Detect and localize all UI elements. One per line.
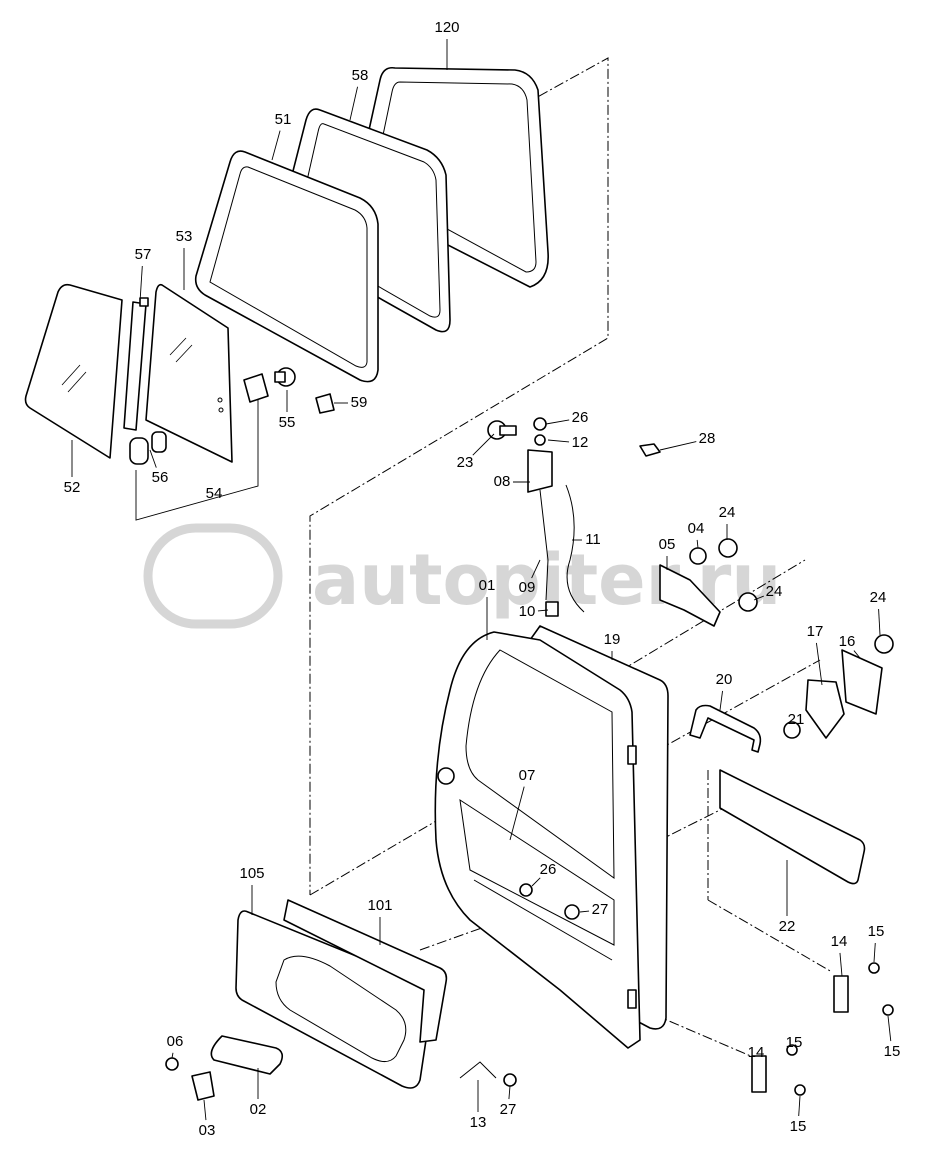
- seal-strip-57: [123, 297, 149, 431]
- callout-label: 14: [831, 933, 848, 950]
- callout-label: 26: [540, 861, 557, 878]
- panel-16-17: [805, 649, 883, 739]
- callout-label: 08: [494, 473, 511, 490]
- callout-label: 24: [870, 589, 887, 606]
- hinges-14-15: [751, 962, 894, 1096]
- leader-line: [531, 559, 541, 579]
- leader-line: [139, 265, 143, 303]
- leader-line: [887, 1015, 892, 1042]
- leader-line: [853, 650, 861, 659]
- leader-line: [203, 1099, 207, 1121]
- callout-label: 12: [572, 434, 589, 451]
- leader-line: [271, 130, 281, 161]
- upper-latch-hardware: [487, 417, 661, 617]
- callout-label: 02: [250, 1101, 267, 1118]
- callout-label: 15: [868, 923, 885, 940]
- callout-label: 01: [479, 577, 496, 594]
- callout-label: 15: [786, 1034, 803, 1051]
- callout-label: 105: [239, 865, 264, 882]
- callout-label: 101: [367, 897, 392, 914]
- leader-line: [509, 786, 525, 841]
- callout-label: 07: [519, 767, 536, 784]
- callout-label: 56: [152, 469, 169, 486]
- leader-line: [878, 608, 881, 636]
- leader-lines: [71, 39, 892, 1121]
- parts-56-54-55-59: [129, 367, 335, 521]
- callout-label: 57: [135, 246, 152, 263]
- callout-label: 27: [500, 1101, 517, 1118]
- door-01: [434, 631, 641, 1049]
- handle-20: [689, 704, 801, 753]
- leader-line: [537, 609, 549, 612]
- callout-label: 55: [279, 414, 296, 431]
- callout-label: 17: [807, 623, 824, 640]
- callout-label: 05: [659, 536, 676, 553]
- leader-line: [349, 86, 359, 121]
- callout-label: 23: [457, 454, 474, 471]
- callout-label: 14: [748, 1044, 765, 1061]
- callout-label: 24: [766, 583, 783, 600]
- leader-line: [579, 910, 590, 913]
- window-seal-120: [349, 66, 549, 288]
- leader-line: [547, 439, 570, 443]
- glass-panel-53: [145, 283, 233, 463]
- small-parts-06-02-03: [165, 1035, 284, 1101]
- callout-label: 03: [199, 1122, 216, 1139]
- callout-label: 06: [167, 1033, 184, 1050]
- leader-line: [508, 1085, 511, 1100]
- leader-line: [873, 942, 876, 963]
- callout-label: 15: [790, 1118, 807, 1135]
- bolt-13-nut-27: [459, 883, 580, 1087]
- lower-panel-105-101: [235, 899, 448, 1089]
- leader-line: [815, 642, 823, 686]
- callout-label: 10: [519, 603, 536, 620]
- leader-line: [171, 1052, 174, 1059]
- callout-label: 13: [470, 1114, 487, 1131]
- callout-label: 53: [176, 228, 193, 245]
- glass-panel-52: [24, 283, 123, 459]
- leader-line: [531, 877, 541, 887]
- callout-label: 27: [592, 901, 609, 918]
- callout-label: 52: [64, 479, 81, 496]
- callout-label: 58: [352, 67, 369, 84]
- callout-label: 19: [604, 631, 621, 648]
- callout-labels: 120 58 51 57 53 52 56 54 55 59 26 12 23 08 28 11 24 04 05 2…: [64, 19, 901, 1139]
- callout-label: 28: [699, 430, 716, 447]
- leader-line: [753, 595, 764, 601]
- leader-line: [798, 1095, 801, 1117]
- leader-line: [696, 539, 699, 549]
- callout-label: 120: [434, 19, 459, 36]
- callout-label: 22: [779, 918, 796, 935]
- callout-label: 51: [275, 111, 292, 128]
- leader-line: [659, 441, 697, 451]
- callout-label: 16: [839, 633, 856, 650]
- callout-label: 04: [688, 520, 705, 537]
- cover-plate-22: [719, 769, 866, 885]
- callout-label: 59: [351, 394, 368, 411]
- callout-label: 09: [519, 579, 536, 596]
- leader-line: [472, 433, 495, 456]
- callout-label: 20: [716, 671, 733, 688]
- callout-label: 11: [585, 531, 601, 548]
- callout-label: 26: [572, 409, 589, 426]
- callout-label: 21: [788, 711, 805, 728]
- leader-line: [149, 449, 157, 468]
- callout-label: 54: [206, 485, 223, 502]
- leader-line: [839, 952, 843, 977]
- callout-label: 24: [719, 504, 736, 521]
- leader-line: [545, 419, 570, 425]
- lock-hardware-05: [659, 538, 894, 654]
- callout-label: 15: [884, 1043, 901, 1060]
- window-seal-51: [194, 150, 379, 383]
- leader-line: [719, 690, 723, 711]
